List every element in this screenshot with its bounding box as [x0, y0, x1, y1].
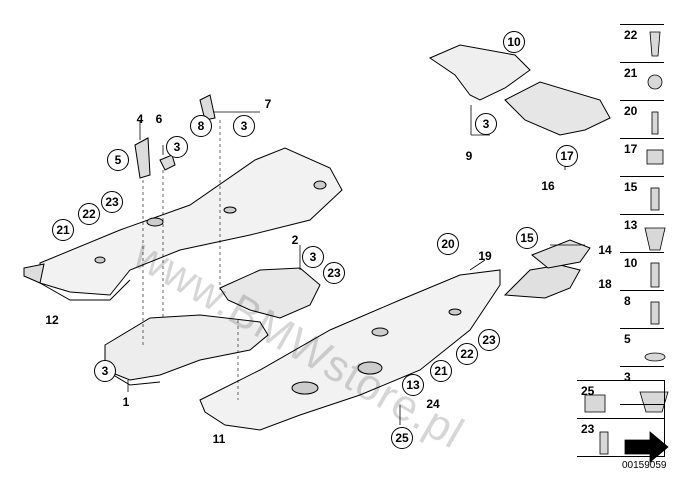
underbody-panel-left	[23, 147, 343, 301]
callout-21-b: 21	[430, 360, 452, 382]
legend-icons	[584, 31, 669, 463]
bracket-2	[219, 267, 321, 319]
legend-row-25: 25	[577, 380, 665, 419]
label-4: 4	[136, 112, 144, 126]
callout-25: 25	[391, 427, 413, 449]
legend-row: 21	[620, 63, 664, 101]
legend-row: 3	[620, 367, 664, 405]
label-11: 11	[212, 432, 226, 446]
legend-row-23: 23	[577, 418, 665, 457]
small-brackets	[134, 94, 216, 179]
callout-3-mid: 3	[302, 246, 324, 268]
label-16: 16	[541, 179, 555, 193]
legend-number: 17	[624, 142, 638, 156]
legend-row: 8	[620, 291, 664, 329]
legend-row: 15	[620, 177, 664, 215]
underbody-panel-right	[199, 269, 501, 431]
callout-10: 10	[503, 31, 525, 53]
label-19: 19	[478, 249, 492, 263]
label-7: 7	[264, 97, 272, 111]
callout-17: 17	[556, 145, 578, 167]
legend-number: 21	[624, 66, 638, 80]
legend-number: 10	[624, 256, 638, 270]
label-1: 1	[122, 395, 130, 409]
legend-row: 22	[620, 25, 664, 63]
label-18: 18	[598, 277, 612, 291]
part-number: 00159059	[622, 460, 667, 471]
callout-3-low: 3	[94, 360, 116, 382]
front-panel-1	[104, 314, 269, 386]
callout-13: 13	[402, 374, 424, 396]
callout-3-a: 3	[166, 136, 188, 158]
callout-3-b: 3	[233, 115, 255, 137]
bracket-18	[503, 264, 581, 299]
label-6: 6	[155, 112, 163, 126]
label-2: 2	[291, 233, 299, 247]
legend-row: 20	[620, 101, 664, 139]
legend-number: 15	[624, 180, 638, 194]
legend-number: 5	[624, 332, 631, 346]
legend-number: 22	[624, 28, 638, 42]
label-9: 9	[465, 149, 473, 163]
leader-lines	[127, 105, 585, 425]
callout-22-b: 22	[456, 343, 478, 365]
callout-23-a: 23	[101, 191, 123, 213]
legend-number: 20	[624, 104, 638, 118]
dashed-lines	[142, 120, 239, 400]
fastener-legend: 22 21 20 17 15 13 10 8 5 3	[620, 24, 664, 405]
callout-5: 5	[107, 149, 129, 171]
label-14: 14	[598, 243, 612, 257]
callout-8: 8	[190, 115, 212, 137]
rear-shield-10	[428, 44, 531, 101]
legend-number: 3	[624, 370, 631, 384]
bracket-14	[531, 239, 591, 269]
legend-number: 8	[624, 294, 631, 308]
legend-row: 17	[620, 139, 664, 177]
legend-row: 5	[620, 329, 664, 367]
callout-15: 15	[516, 227, 538, 249]
callout-3-shield: 3	[475, 113, 497, 135]
callout-20: 20	[437, 233, 459, 255]
legend-row: 13	[620, 215, 664, 253]
label-12: 12	[45, 313, 59, 327]
callout-21-a: 21	[52, 219, 74, 241]
callout-23-c: 23	[478, 329, 500, 351]
callout-23-b: 23	[323, 262, 345, 284]
rear-shield-17	[504, 81, 611, 136]
legend-number: 13	[624, 218, 638, 232]
legend-number: 25	[581, 384, 595, 398]
legend-row: 10	[620, 253, 664, 291]
callout-22-a: 22	[78, 203, 100, 225]
legend-number: 23	[581, 422, 595, 436]
label-24: 24	[426, 397, 440, 411]
